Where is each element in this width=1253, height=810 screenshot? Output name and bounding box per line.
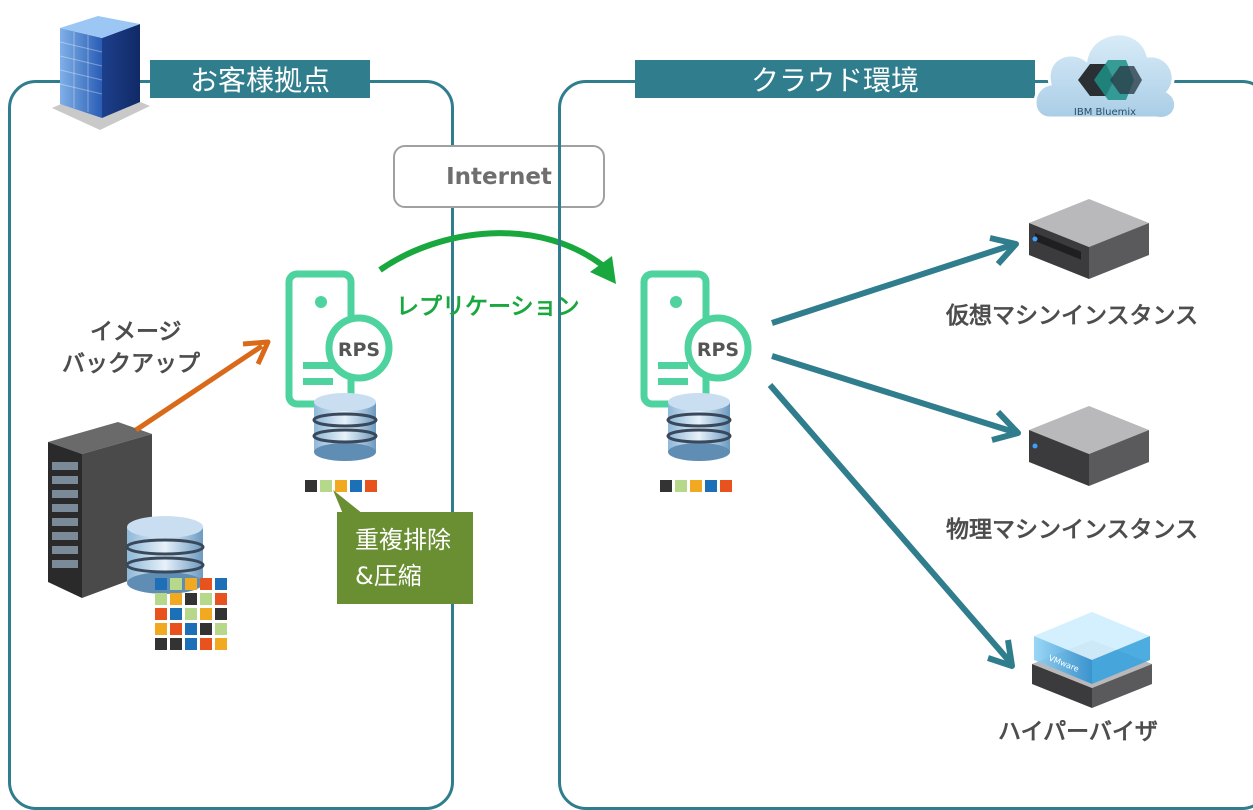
data-block [155,638,167,650]
hypervisor-server-icon: VMware [1032,612,1152,708]
physical-machine-server-icon [1029,406,1149,486]
image-backup-label-line-1: イメージ [90,319,182,345]
data-block [215,608,227,620]
data-block [215,578,227,590]
cloud-logo-text: IBM Bluemix [1074,107,1136,118]
data-block [185,578,197,590]
local-rps-database-icon [312,393,378,461]
data-block [365,480,377,492]
data-block [155,608,167,620]
data-block [215,623,227,635]
cloud-rps-database-icon [666,393,732,461]
data-block [170,593,182,605]
data-block [200,578,212,590]
data-block [305,480,317,492]
local-deduplicated-blocks [305,480,377,492]
callout-line-1: 重複排除 [355,526,451,554]
dedup-compression-callout: 重複排除 &圧縮 [337,512,473,604]
data-block [200,638,212,650]
data-block [720,480,732,492]
data-block [200,608,212,620]
data-block [675,480,687,492]
hypervisor-label: ハイパーバイザ [998,719,1158,745]
virtual-instance-label: 仮想マシンインスタンス [946,303,1199,329]
data-block [155,578,167,590]
data-block [350,480,362,492]
data-block [170,638,182,650]
image-backup-label-line-2: バックアップ [62,351,200,377]
arrow-to-hypervisor [767,383,1013,664]
data-block [200,623,212,635]
callout-pointer [333,490,363,514]
cloud-rps-label: RPS [697,339,739,361]
local-rps-server-icon: RPS [285,270,393,408]
source-data-blocks [155,578,227,650]
cloud-logo-icon: IBM Bluemix [1033,32,1178,120]
data-block [170,623,182,635]
cloud-environment-title: クラウド環境 [635,60,1035,98]
replication-arrow [378,230,616,284]
data-block [185,623,197,635]
cloud-deduplicated-blocks [660,480,732,492]
replication-label: レプリケーション [396,294,580,320]
data-block [690,480,702,492]
local-rps-label: RPS [338,339,380,361]
data-block [155,593,167,605]
arrow-to-virtual-instance [771,242,1013,326]
restore-arrows [767,235,1021,669]
office-building-icon [52,16,150,130]
data-block [185,593,197,605]
virtual-machine-server-icon [1029,199,1149,279]
internet-label: Internet [393,145,605,208]
callout-line-2: &圧縮 [355,562,422,590]
data-block [660,480,672,492]
data-block [215,593,227,605]
data-block [185,638,197,650]
data-block [155,623,167,635]
data-block [185,608,197,620]
data-block [200,593,212,605]
customer-site-title: お客様拠点 [150,60,370,98]
data-block [170,578,182,590]
data-block [705,480,717,492]
data-block [215,638,227,650]
data-block [170,608,182,620]
data-block [335,480,347,492]
image-backup-arrow [134,339,271,433]
physical-instance-label: 物理マシンインスタンス [946,517,1199,543]
data-block [320,480,332,492]
arrow-to-physical-instance [771,353,1015,435]
